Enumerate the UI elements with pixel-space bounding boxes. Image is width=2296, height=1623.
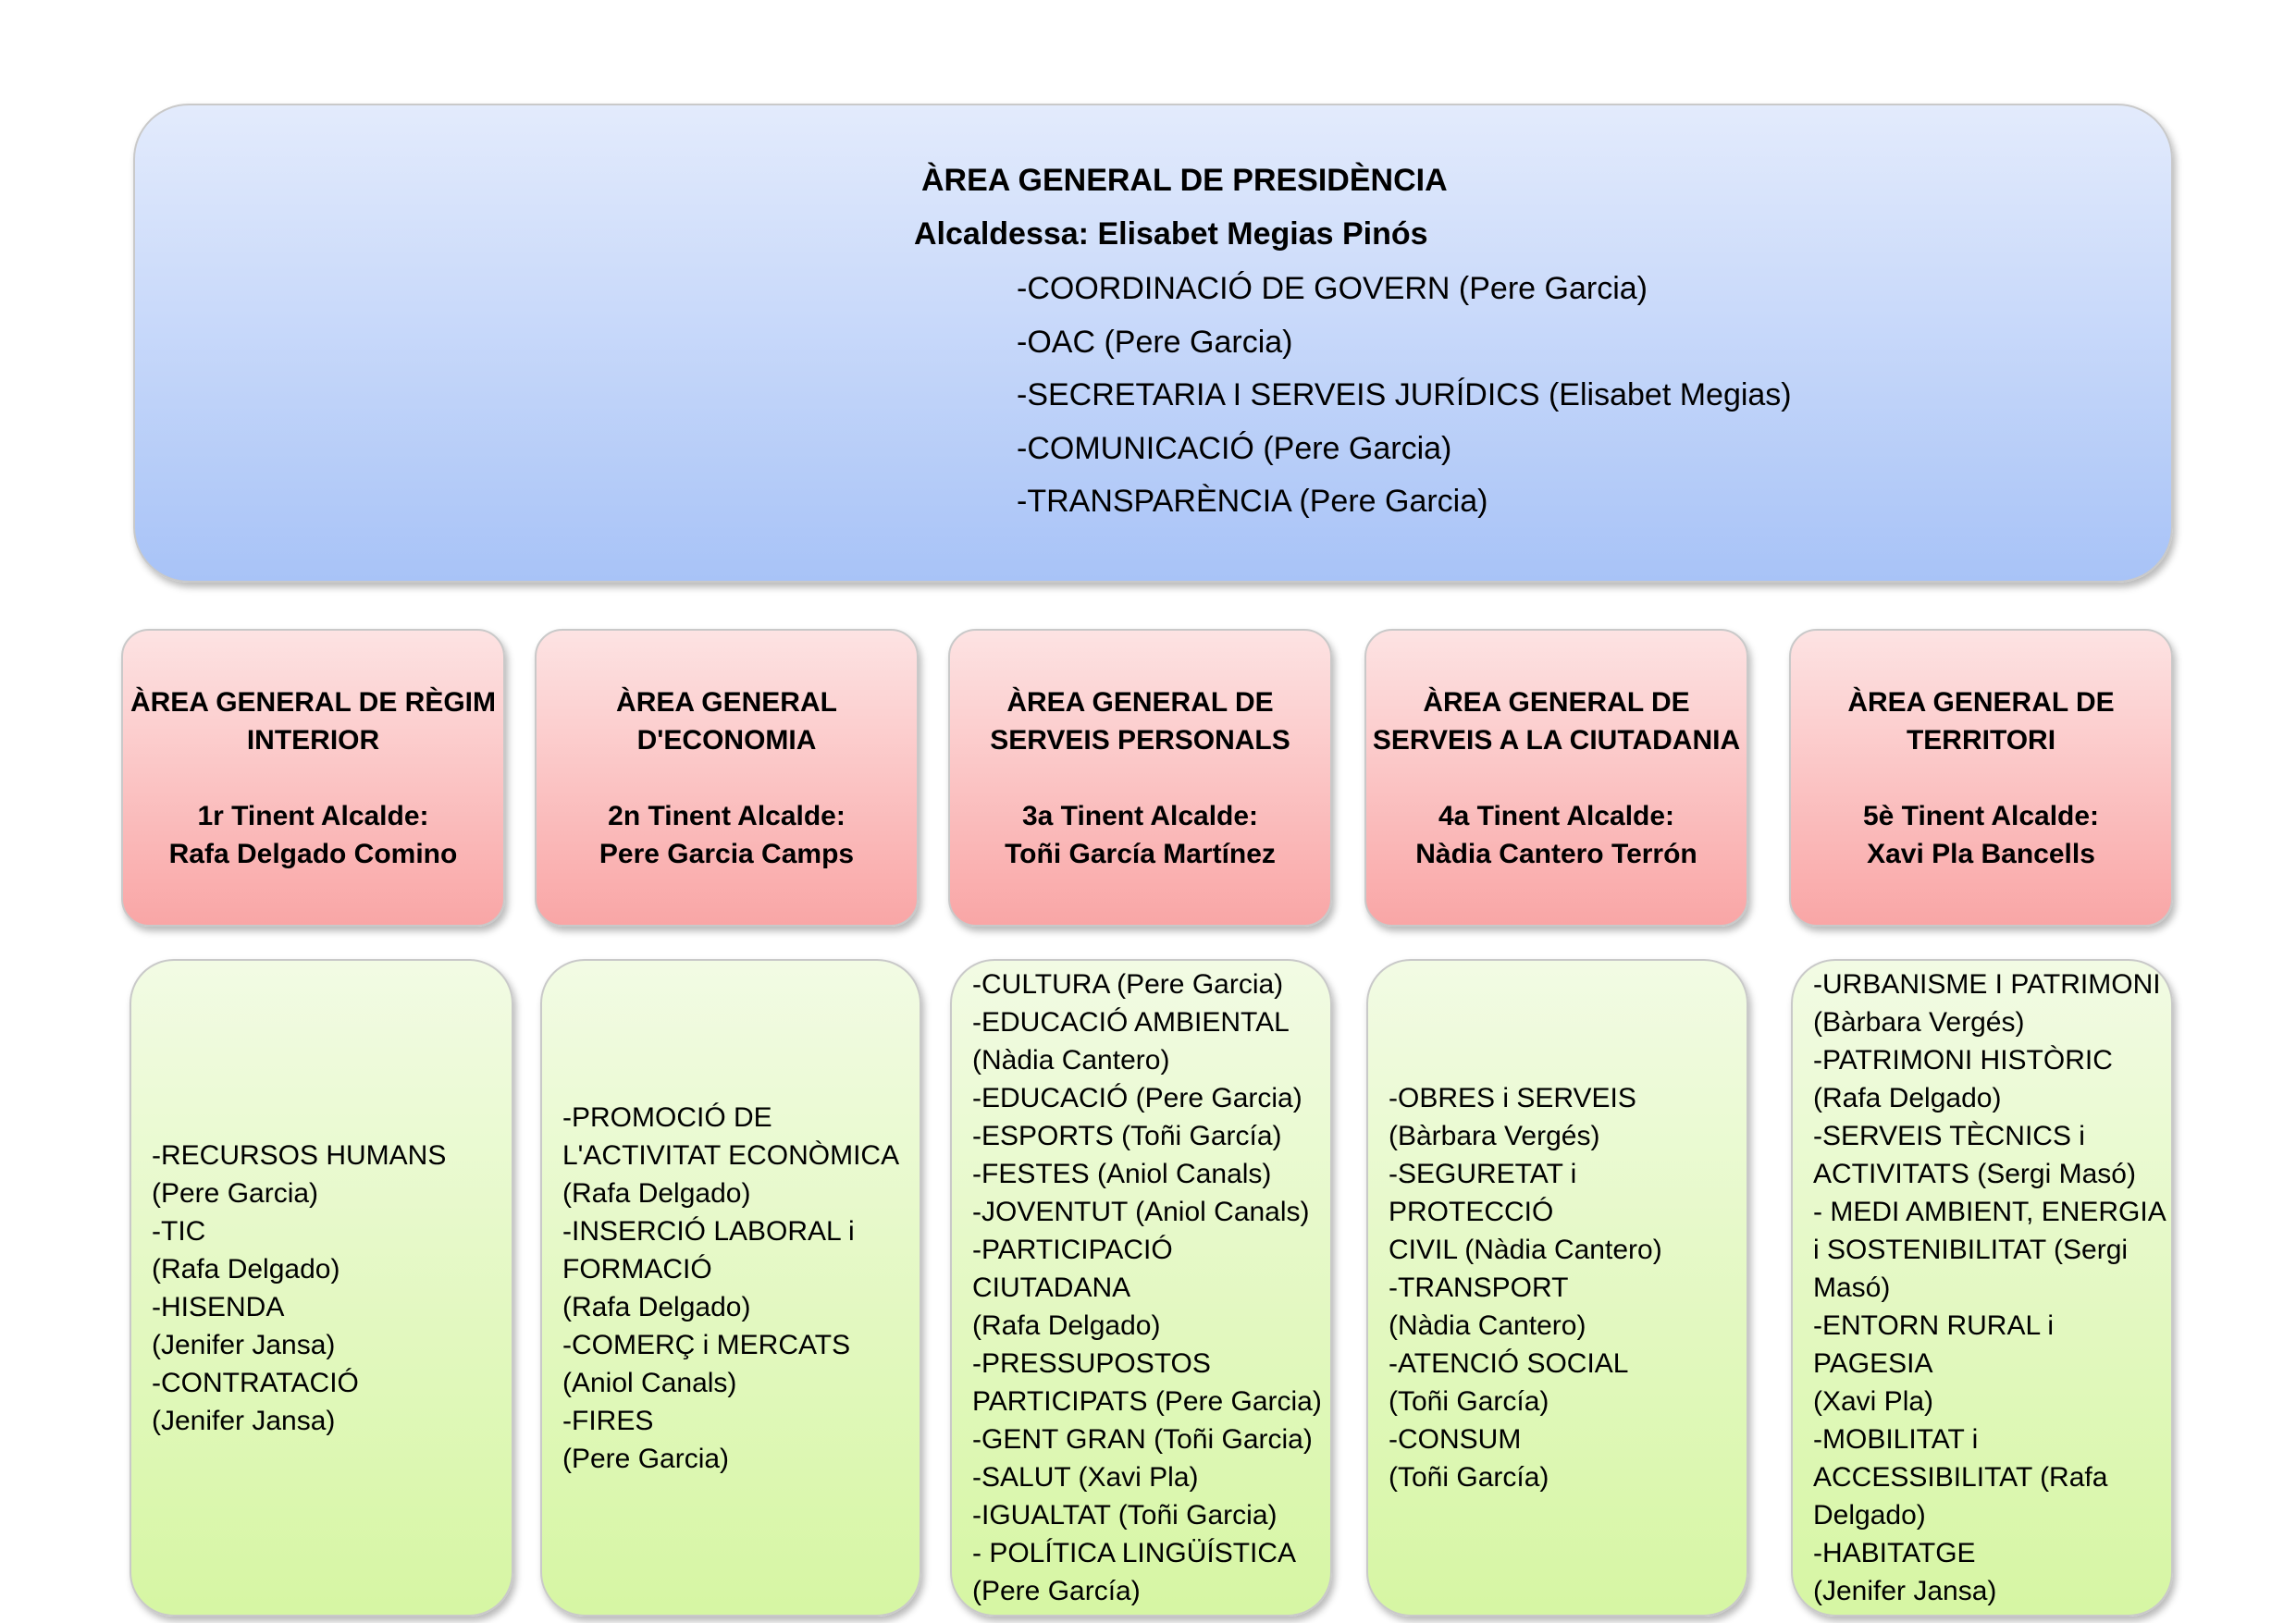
responsibility-line: -PROMOCIÓ DE	[562, 1101, 772, 1133]
presidency-title: ÀREA GENERAL DE PRESIDÈNCIA	[921, 163, 1448, 198]
deputy-mayor: 5è Tinent Alcalde:	[1862, 800, 2100, 831]
responsibility-line: (Jenifer Jansa)	[152, 1329, 336, 1360]
area-title: INTERIOR	[246, 724, 380, 756]
responsibility-line: (Bàrbara Vergés)	[1389, 1121, 1600, 1151]
responsibility-line: (Rafa Delgado)	[1813, 1083, 2002, 1113]
responsibility-line: -CONSUM	[1389, 1424, 1522, 1455]
area-title: ÀREA GENERAL DE	[1006, 686, 1274, 718]
responsibility-line: -ESPORTS (Toñi García)	[972, 1121, 1282, 1151]
deputy-mayor: 3a Tinent Alcalde:	[1021, 800, 1259, 831]
area-title: ÀREA GENERAL DE RÈGIM	[130, 686, 497, 718]
responsibility-line: Masó)	[1813, 1273, 1891, 1303]
responsibility-line: -ENTORN RURAL i PAGESIA	[1813, 1310, 2055, 1379]
area-responsibilities-box: -CULTURA (Pere Garcia) -EDUCACIÓ AMBIENTA…	[950, 959, 1332, 1617]
responsibility-line: FORMACIÓ	[562, 1253, 712, 1285]
area-title: ÀREA GENERAL DE	[1423, 686, 1690, 718]
responsibility-line: (Rafa Delgado)	[562, 1291, 751, 1322]
responsibility-line: ACTIVITATS (Sergi Masó)	[1813, 1159, 2136, 1189]
responsibility-line: L'ACTIVITAT ECONÒMICA	[562, 1139, 900, 1171]
responsibility-line: -FIRES	[562, 1405, 654, 1436]
area-title: SERVEIS PERSONALS	[990, 724, 1290, 756]
responsibility-line: -SERVEIS TÈCNICS i	[1813, 1121, 2085, 1151]
presidency-item: -SECRETARIA I SERVEIS JURÍDICS (Elisabet…	[1017, 377, 1792, 412]
responsibility-line: (Xavi Pla)	[1813, 1386, 1934, 1417]
responsibility-line: -MOBILITAT i	[1813, 1424, 1979, 1455]
responsibility-line: -RECURSOS HUMANS	[152, 1139, 447, 1171]
responsibility-line: -TRANSPORT	[1389, 1273, 1569, 1303]
responsibility-line: -OBRES i SERVEIS	[1389, 1083, 1636, 1113]
area-responsibilities-box: -URBANISME I PATRIMONI (Bàrbara Vergés) -P…	[1791, 959, 2173, 1617]
area-header-box: ÀREA GENERAL DE RÈGIM INTERIOR 1r Tinent A…	[121, 629, 505, 927]
responsibility-line: -JOVENTUT (Aniol Canals)	[972, 1197, 1310, 1227]
responsibility-line: -INSERCIÓ LABORAL i	[562, 1215, 855, 1247]
responsibility-line: (Jenifer Jansa)	[1813, 1576, 1997, 1606]
area-header-box: ÀREA GENERAL DE SERVEIS A LA CIUTADANIA 4a…	[1364, 629, 1748, 927]
responsibility-line: - MEDI AMBIENT, ENERGIA	[1813, 1197, 2166, 1227]
responsibility-line: -PATRIMONI HISTÒRIC	[1813, 1045, 2113, 1076]
area-title: D'ECONOMIA	[636, 724, 817, 756]
responsibility-line: (Bàrbara Vergés)	[1813, 1007, 2025, 1038]
responsibility-line: i SOSTENIBILITAT (Sergi	[1813, 1235, 2129, 1265]
presidency-item: -TRANSPARÈNCIA (Pere Garcia)	[1017, 484, 1488, 519]
responsibility-line: -IGUALTAT (Toñi Garcia)	[972, 1500, 1278, 1531]
responsibility-line: -CONTRATACIÓ	[152, 1367, 359, 1398]
area-title: TERRITORI	[1906, 724, 2056, 756]
presidency-item: -COORDINACIÓ DE GOVERN (Pere Garcia)	[1017, 271, 1648, 306]
responsibility-line: -TIC	[152, 1215, 206, 1247]
deputy-mayor: Pere Garcia Camps	[599, 838, 855, 869]
presidency-item: -COMUNICACIÓ (Pere Garcia)	[1017, 430, 1452, 466]
responsibility-line: -SALUT (Xavi Pla)	[972, 1462, 1199, 1493]
area-responsibilities-box: -RECURSOS HUMANS (Pere Garcia) -TIC (Rafa D…	[130, 959, 513, 1617]
responsibility-line: -EDUCACIÓ AMBIENTAL	[972, 1007, 1290, 1038]
responsibility-line: (Rafa Delgado)	[562, 1177, 751, 1209]
presidency-items: -COORDINACIÓ DE GOVERN (Pere Garcia) -OA…	[1017, 263, 1792, 529]
responsibility-line: (Nàdia Cantero)	[1389, 1310, 1586, 1341]
responsibility-line: CIVIL (Nàdia Cantero)	[1389, 1235, 1662, 1265]
area-responsibilities-box: -OBRES i SERVEIS (Bàrbara Vergés) -SEGURET…	[1366, 959, 1748, 1617]
responsibility-line: -COMERÇ i MERCATS	[562, 1329, 851, 1360]
responsibility-line: (Pere García)	[972, 1576, 1141, 1606]
area-header-box: ÀREA GENERAL DE TERRITORI 5è Tinent Alcald…	[1789, 629, 2173, 927]
responsibility-line: (Pere Garcia)	[152, 1177, 319, 1209]
area-header-box: ÀREA GENERAL DE SERVEIS PERSONALS 3a Tinen…	[948, 629, 1332, 927]
deputy-mayor: Nàdia Cantero Terrón	[1415, 838, 1697, 869]
responsibility-line: (Rafa Delgado)	[152, 1253, 340, 1285]
responsibility-line: (Nàdia Cantero)	[972, 1045, 1170, 1076]
deputy-mayor: Rafa Delgado Comino	[168, 838, 458, 869]
deputy-mayor: Xavi Pla Bancells	[1867, 838, 2095, 869]
responsibility-line: - POLÍTICA LINGÜÍSTICA	[972, 1538, 1297, 1568]
responsibility-line: -HISENDA	[152, 1291, 285, 1322]
responsibility-line: -PRESSUPOSTOS	[972, 1348, 1211, 1379]
area-title: SERVEIS A LA CIUTADANIA	[1372, 724, 1741, 756]
responsibility-line: -EDUCACIÓ (Pere Garcia)	[972, 1083, 1302, 1113]
area-responsibilities-box: -PROMOCIÓ DE L'ACTIVITAT ECONÒMICA (Rafa D…	[540, 959, 921, 1617]
deputy-mayor: 4a Tinent Alcalde:	[1438, 800, 1675, 831]
responsibility-line: (Aniol Canals)	[562, 1367, 737, 1398]
deputy-mayor: Toñi García Martínez	[1005, 838, 1276, 869]
responsibility-line: -FESTES (Aniol Canals)	[972, 1159, 1272, 1189]
responsibility-line: -GENT GRAN (Toñi Garcia)	[972, 1424, 1313, 1455]
responsibility-line: -CULTURA (Pere Garcia)	[972, 969, 1284, 1000]
responsibility-line: (Toñi García)	[1389, 1386, 1549, 1417]
responsibility-line: -ATENCIÓ SOCIAL	[1389, 1348, 1629, 1379]
responsibility-line: -PARTICIPACIÓ CIUTADANA	[972, 1235, 1173, 1303]
responsibility-line: (Jenifer Jansa)	[152, 1405, 336, 1436]
responsibility-line: -HABITATGE	[1813, 1538, 1976, 1568]
responsibility-line: Delgado)	[1813, 1500, 1926, 1531]
responsibility-line: (Toñi García)	[1389, 1462, 1549, 1493]
area-title: ÀREA GENERAL	[616, 686, 837, 718]
area-title: ÀREA GENERAL DE	[1847, 686, 2115, 718]
responsibility-line: (Rafa Delgado)	[972, 1310, 1161, 1341]
responsibility-line: -URBANISME I PATRIMONI	[1813, 969, 2161, 1000]
responsibility-line: ACCESSIBILITAT (Rafa	[1813, 1462, 2108, 1493]
area-header-box: ÀREA GENERAL D'ECONOMIA 2n Tinent Alcalde:…	[535, 629, 919, 927]
responsibility-line: (Pere Garcia)	[562, 1443, 730, 1474]
presidency-box: ÀREA GENERAL DE PRESIDÈNCIA Alcaldessa: …	[133, 104, 2173, 583]
mayor-name: Alcaldessa: Elisabet Megias Pinós	[914, 216, 1428, 252]
responsibility-line: -SEGURETAT i PROTECCIÓ	[1389, 1159, 1577, 1227]
deputy-mayor: 2n Tinent Alcalde:	[608, 800, 846, 831]
presidency-item: -OAC (Pere Garcia)	[1017, 324, 1293, 360]
deputy-mayor: 1r Tinent Alcalde:	[197, 800, 429, 831]
responsibility-line: PARTICIPATS (Pere Garcia)	[972, 1386, 1322, 1417]
